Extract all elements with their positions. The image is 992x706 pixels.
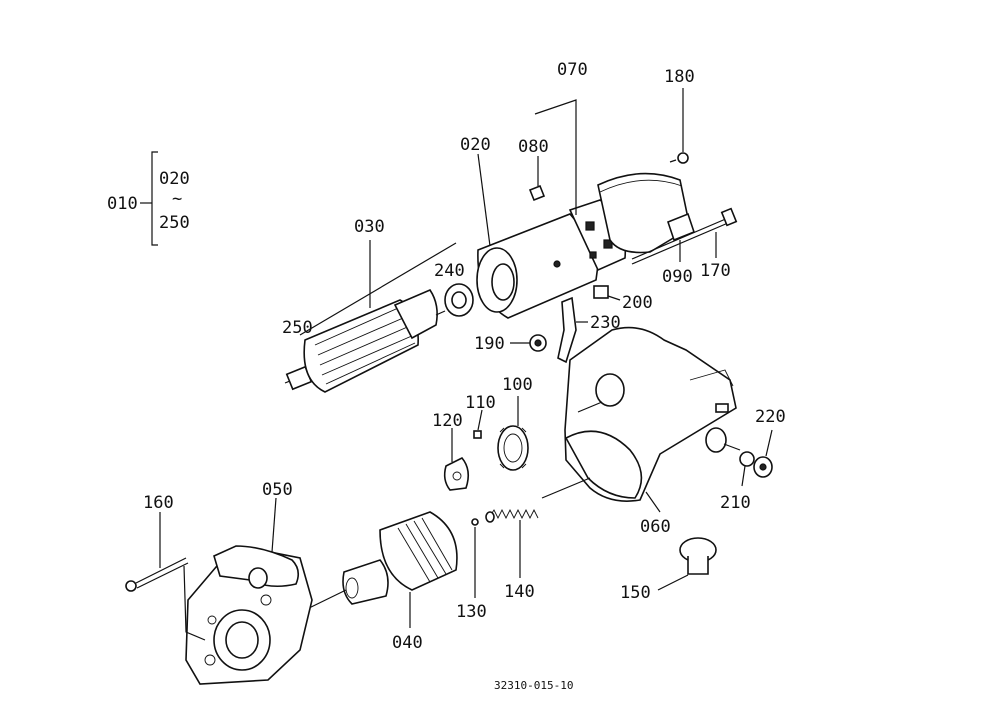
cap-150 xyxy=(679,537,717,575)
label-250-range: 250 xyxy=(159,213,190,233)
label-tilde: ~ xyxy=(172,189,182,209)
label-020: 020 xyxy=(460,135,491,155)
leader-160b xyxy=(183,565,206,641)
ring-130 xyxy=(471,518,479,526)
retainer-120 xyxy=(443,457,470,491)
label-130: 130 xyxy=(456,602,487,622)
leader-200 xyxy=(607,295,621,301)
through-bolt-170 xyxy=(631,207,738,265)
label-050: 050 xyxy=(262,480,293,500)
leader-060 xyxy=(645,491,661,513)
front-housing-060 xyxy=(564,326,737,502)
leader-210 xyxy=(741,465,746,487)
leader-150 xyxy=(657,574,689,591)
label-150: 150 xyxy=(620,583,651,603)
pinion-clutch-040 xyxy=(342,511,458,605)
part-200 xyxy=(593,285,609,299)
leader-040b xyxy=(304,589,347,611)
label-060: 060 xyxy=(640,517,671,537)
label-070: 070 xyxy=(557,60,588,80)
cover-090 xyxy=(597,172,695,254)
drive-housing-050 xyxy=(185,545,313,685)
label-240: 240 xyxy=(434,261,465,281)
screw-180 xyxy=(669,152,689,164)
label-110: 110 xyxy=(465,393,496,413)
lever-230 xyxy=(557,296,577,364)
leader-030 xyxy=(299,242,457,336)
label-180: 180 xyxy=(664,67,695,87)
leader-220 xyxy=(765,429,773,457)
label-140: 140 xyxy=(504,582,535,602)
bearing-240 xyxy=(444,283,474,317)
leader-070 xyxy=(534,99,577,215)
label-210: 210 xyxy=(720,493,751,513)
label-100: 100 xyxy=(502,375,533,395)
label-200: 200 xyxy=(622,293,653,313)
label-190: 190 xyxy=(474,334,505,354)
label-040: 040 xyxy=(392,633,423,653)
label-170: 170 xyxy=(700,261,731,281)
nut-190 xyxy=(529,334,547,352)
spring-140 xyxy=(485,477,591,523)
label-080: 080 xyxy=(518,137,549,157)
leader-110 xyxy=(477,409,483,431)
brush-080 xyxy=(528,184,546,202)
armature-030 xyxy=(284,289,446,393)
stud-210 xyxy=(705,427,755,467)
bolt-160 xyxy=(125,557,189,592)
label-020-range: 020 xyxy=(159,169,190,189)
label-250: 250 xyxy=(282,318,313,338)
label-160: 160 xyxy=(143,493,174,513)
pin-110 xyxy=(473,430,482,439)
label-120: 120 xyxy=(432,411,463,431)
leader-050 xyxy=(271,497,277,553)
label-010: 010 xyxy=(107,194,138,214)
label-230: 230 xyxy=(590,313,621,333)
label-090: 090 xyxy=(662,267,693,287)
range-bracket-010 xyxy=(140,151,158,246)
label-220: 220 xyxy=(755,407,786,427)
gear-100 xyxy=(497,425,529,471)
nut-220 xyxy=(753,456,773,478)
leader-020 xyxy=(477,153,491,247)
label-030: 030 xyxy=(354,217,385,237)
diagram-caption: 32310-015-10 xyxy=(494,679,573,692)
